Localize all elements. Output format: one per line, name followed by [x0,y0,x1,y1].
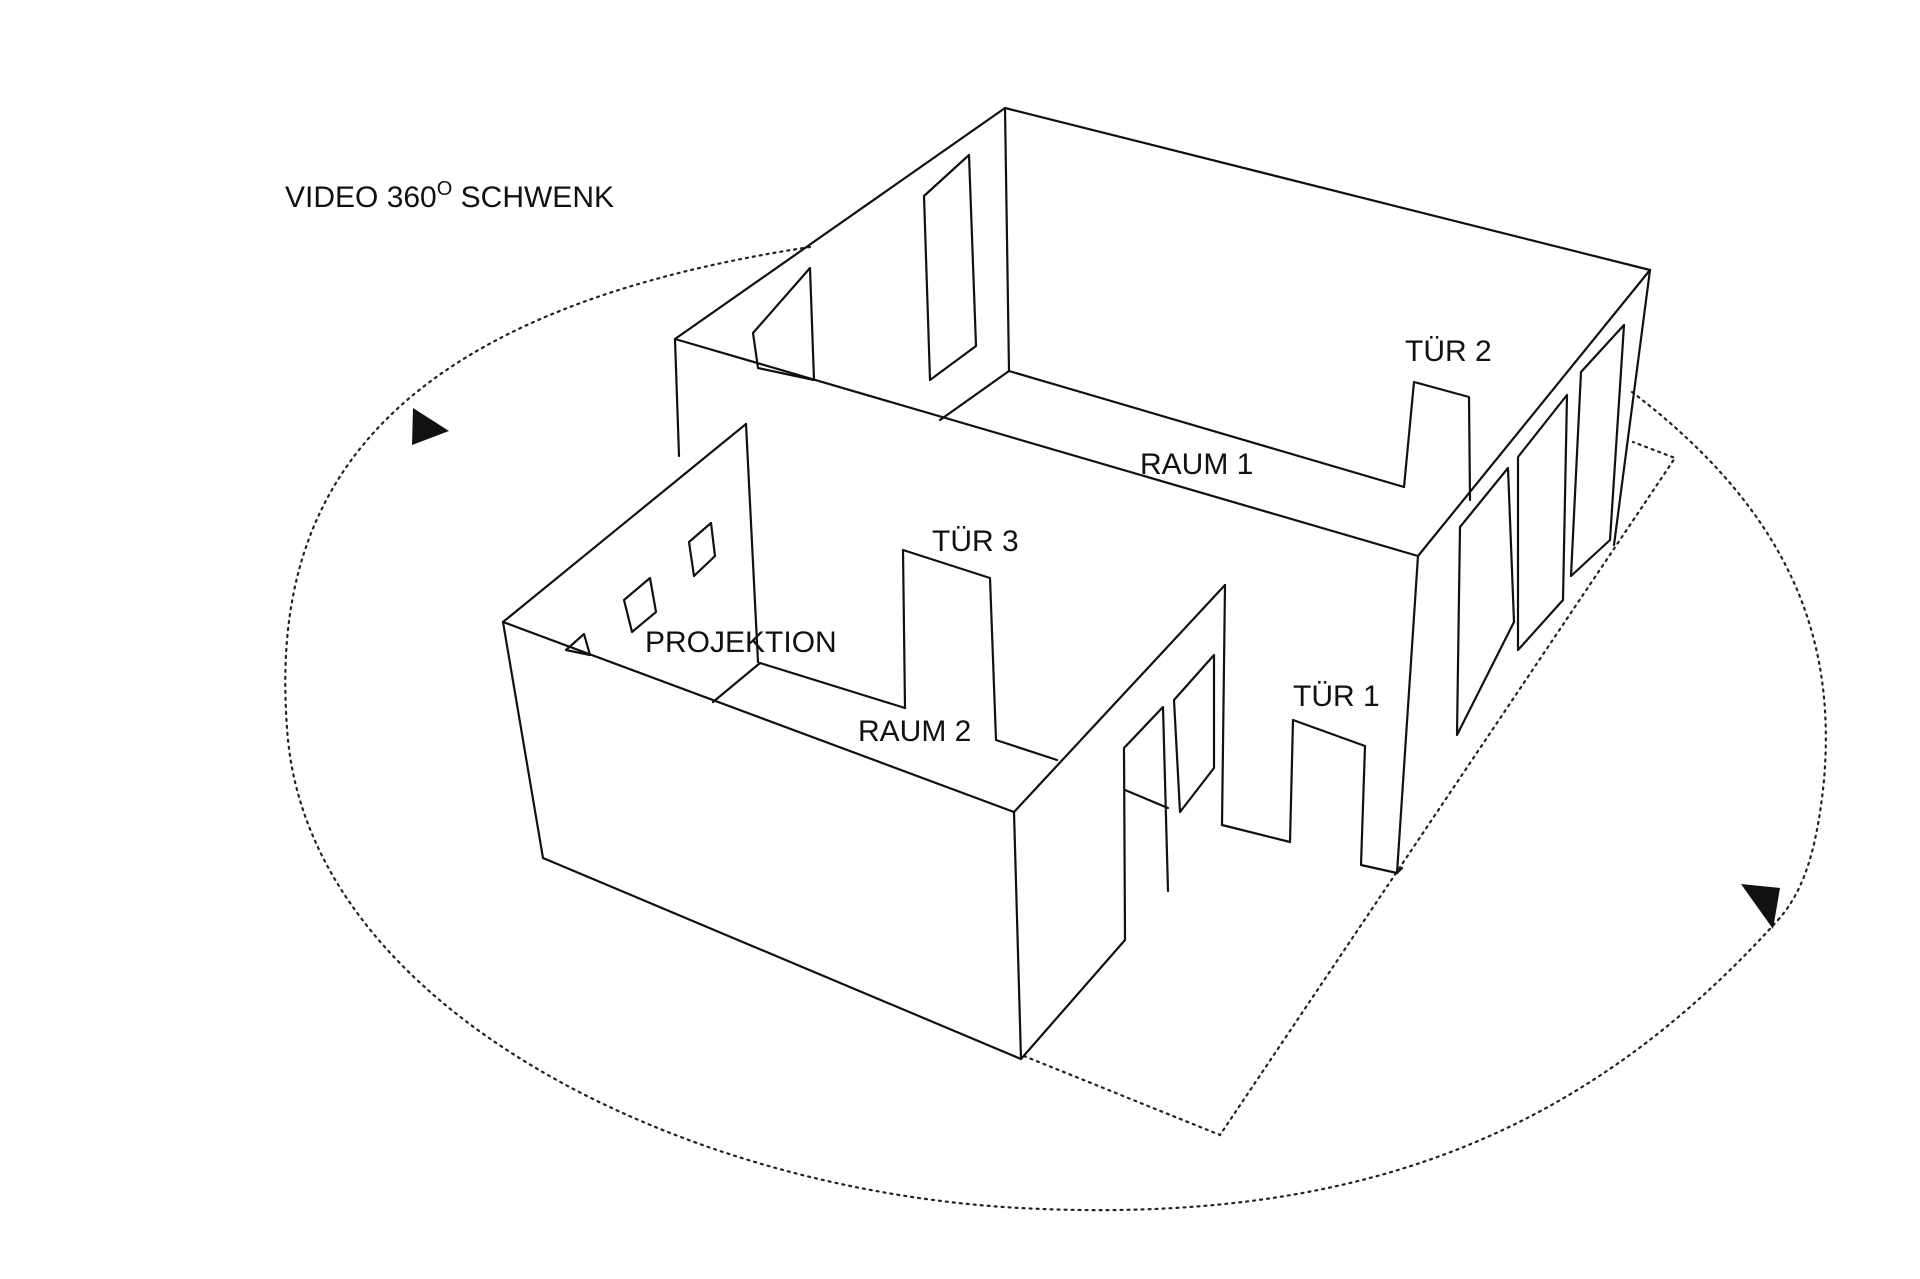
pan-arrow-right-icon [1741,884,1780,929]
floor-outline [1022,440,1677,1137]
corridor-walls [1220,718,1399,875]
raum2-walls [501,422,1227,1061]
tuer3-label: TÜR 3 [932,525,1019,558]
projektion-label: PROJEKTION [645,626,837,659]
tuer2-label: TÜR 2 [1405,335,1492,368]
pan-path-left [284,245,1780,1212]
raum1-walls [673,106,1652,875]
title-label: VIDEO 360O SCHWENK [285,178,614,214]
raum2-label: RAUM 2 [858,715,971,748]
tuer1-label: TÜR 1 [1293,680,1380,713]
raum1-label: RAUM 1 [1140,448,1253,481]
pan-path-right [1630,390,1827,922]
pan-arrow-left-icon [412,408,449,445]
